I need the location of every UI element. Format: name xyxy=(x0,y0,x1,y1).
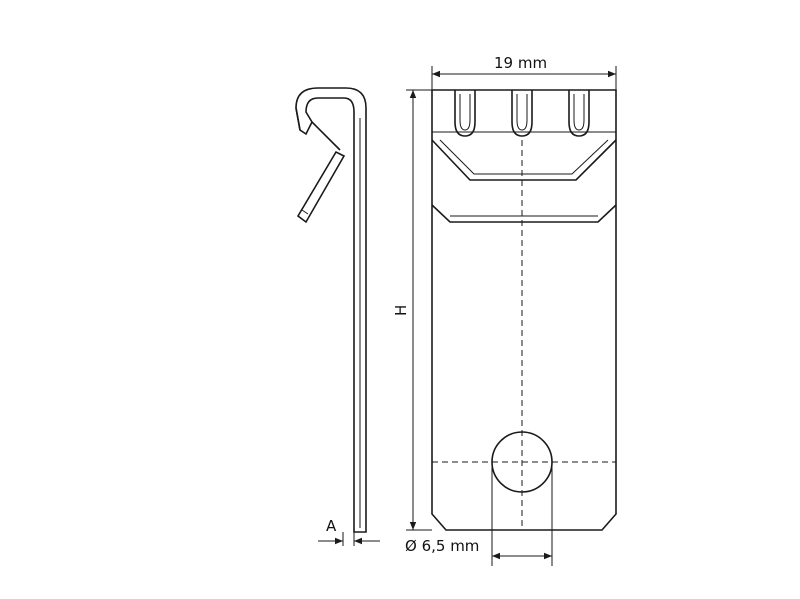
thickness-label: A xyxy=(326,517,337,535)
hole-dimension: Ø 6,5 mm xyxy=(405,462,553,566)
thickness-dimension: A xyxy=(318,517,380,546)
height-dimension: H xyxy=(392,89,432,531)
width-dimension: 19 mm xyxy=(431,54,617,90)
height-label: H xyxy=(392,305,410,316)
front-view xyxy=(431,89,617,531)
side-view xyxy=(295,87,367,533)
hole-label: Ø 6,5 mm xyxy=(405,537,479,555)
width-label: 19 mm xyxy=(494,54,547,72)
